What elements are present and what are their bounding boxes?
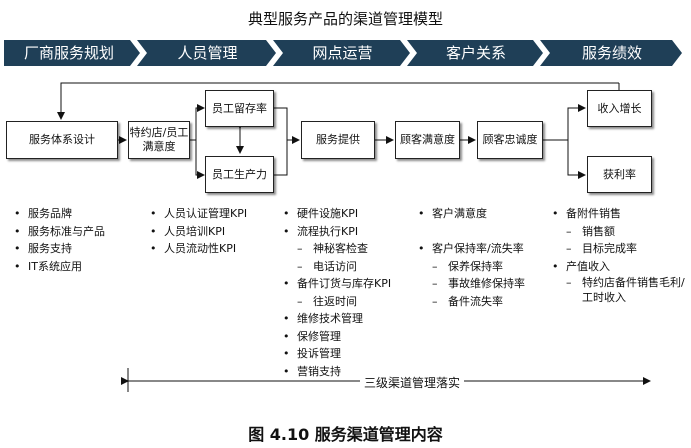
list-item: 客户满意度 [418, 205, 525, 223]
box-service-system: 服务体系设计 [6, 121, 118, 159]
list-item: 服务品牌 [14, 205, 105, 223]
list-subitem: 电话访问 [283, 258, 391, 276]
list-item: 营销支持 [283, 363, 391, 381]
list-item: 保修管理 [283, 328, 391, 346]
connector-3 [195, 140, 205, 179]
box-service-delivery: 服务提供 [301, 121, 375, 159]
list-subitem: 销售额 [552, 223, 687, 241]
list-item: IT系统应用 [14, 258, 105, 276]
box-profit-rate: 获利率 [587, 156, 652, 193]
box-staff-retention: 员工留存率 [205, 90, 274, 127]
phase-arrow-1 [4, 40, 140, 66]
box-customer-satisfaction: 顾客满意度 [395, 121, 460, 159]
list-item: 人员培训KPI [150, 223, 247, 241]
phase-banner [4, 40, 682, 66]
list-item: 人员认证管理KPI [150, 205, 247, 223]
performance-list: 备附件销售 销售额 目标完成率 产值收入 特约店备件销售毛利/工时收入 [552, 205, 687, 305]
list-subitem: 保养保持率 [418, 258, 525, 276]
feedback-loop-line [57, 82, 570, 120]
figure-caption: 图 4.10 服务渠道管理内容 [248, 425, 443, 444]
connector-2 [190, 104, 205, 141]
list-item: 备附件销售 [552, 205, 687, 223]
list-item: 客户保持率/流失率 [418, 240, 525, 258]
list-subitem: 特约店备件销售毛利/工时收入 [552, 275, 687, 305]
phase-label-planning: 厂商服务规划 [23, 44, 114, 62]
people-list: 人员认证管理KPI 人员培训KPI 人员流动性KPI [150, 205, 247, 258]
box-dealer-staff-satisfaction: 特约店/员工满意度 [128, 121, 190, 159]
connector-10 [567, 140, 586, 179]
list-item: 服务标准与产品 [14, 223, 105, 241]
list-subitem: 目标完成率 [552, 240, 687, 258]
phase-label-performance: 服务绩效 [581, 44, 642, 62]
list-item: 硬件设施KPI [283, 205, 391, 223]
connector-6 [274, 140, 288, 176]
list-item: 维修技术管理 [283, 310, 391, 328]
phase-arrow-3 [273, 40, 410, 66]
list-subitem: 事故维修保持率 [418, 275, 525, 293]
phase-label-people: 人员管理 [177, 44, 238, 62]
box-revenue-growth: 收入增长 [587, 90, 652, 127]
connector-5 [274, 107, 300, 144]
list-item: 投诉管理 [283, 345, 391, 363]
phase-arrow-2 [137, 40, 276, 66]
diagram-title: 典型服务产品的渠道管理模型 [247, 10, 443, 28]
bottom-span-label: 三级渠道管理落实 [360, 374, 465, 391]
list-item: 流程执行KPI [283, 223, 391, 241]
box-customer-loyalty: 顾客忠诚度 [477, 121, 543, 159]
customer-list: 客户满意度 . 客户保持率/流失率 保养保持率 事故维修保持率 备件流失率 [418, 205, 525, 310]
outlet-list: 硬件设施KPI 流程执行KPI 神秘客检查 电话访问 备件订货与库存KPI 往返… [283, 205, 391, 380]
phase-label-outlet: 网点运营 [312, 44, 373, 62]
phase-label-customer: 客户关系 [445, 44, 506, 62]
list-subitem: 备件流失率 [418, 293, 525, 311]
list-item: 人员流动性KPI [150, 240, 247, 258]
list-subitem: 往返时间 [283, 293, 391, 311]
list-item: 备件订货与库存KPI [283, 275, 391, 293]
connector-9 [543, 104, 586, 141]
list-subitem: 神秘客检查 [283, 240, 391, 258]
planning-list: 服务品牌 服务标准与产品 服务支持 IT系统应用 [14, 205, 105, 275]
box-staff-productivity: 员工生产力 [205, 156, 274, 193]
list-item: 服务支持 [14, 240, 105, 258]
phase-arrow-5 [540, 40, 682, 66]
phase-arrow-4 [407, 40, 543, 66]
list-item: 产值收入 [552, 258, 687, 276]
